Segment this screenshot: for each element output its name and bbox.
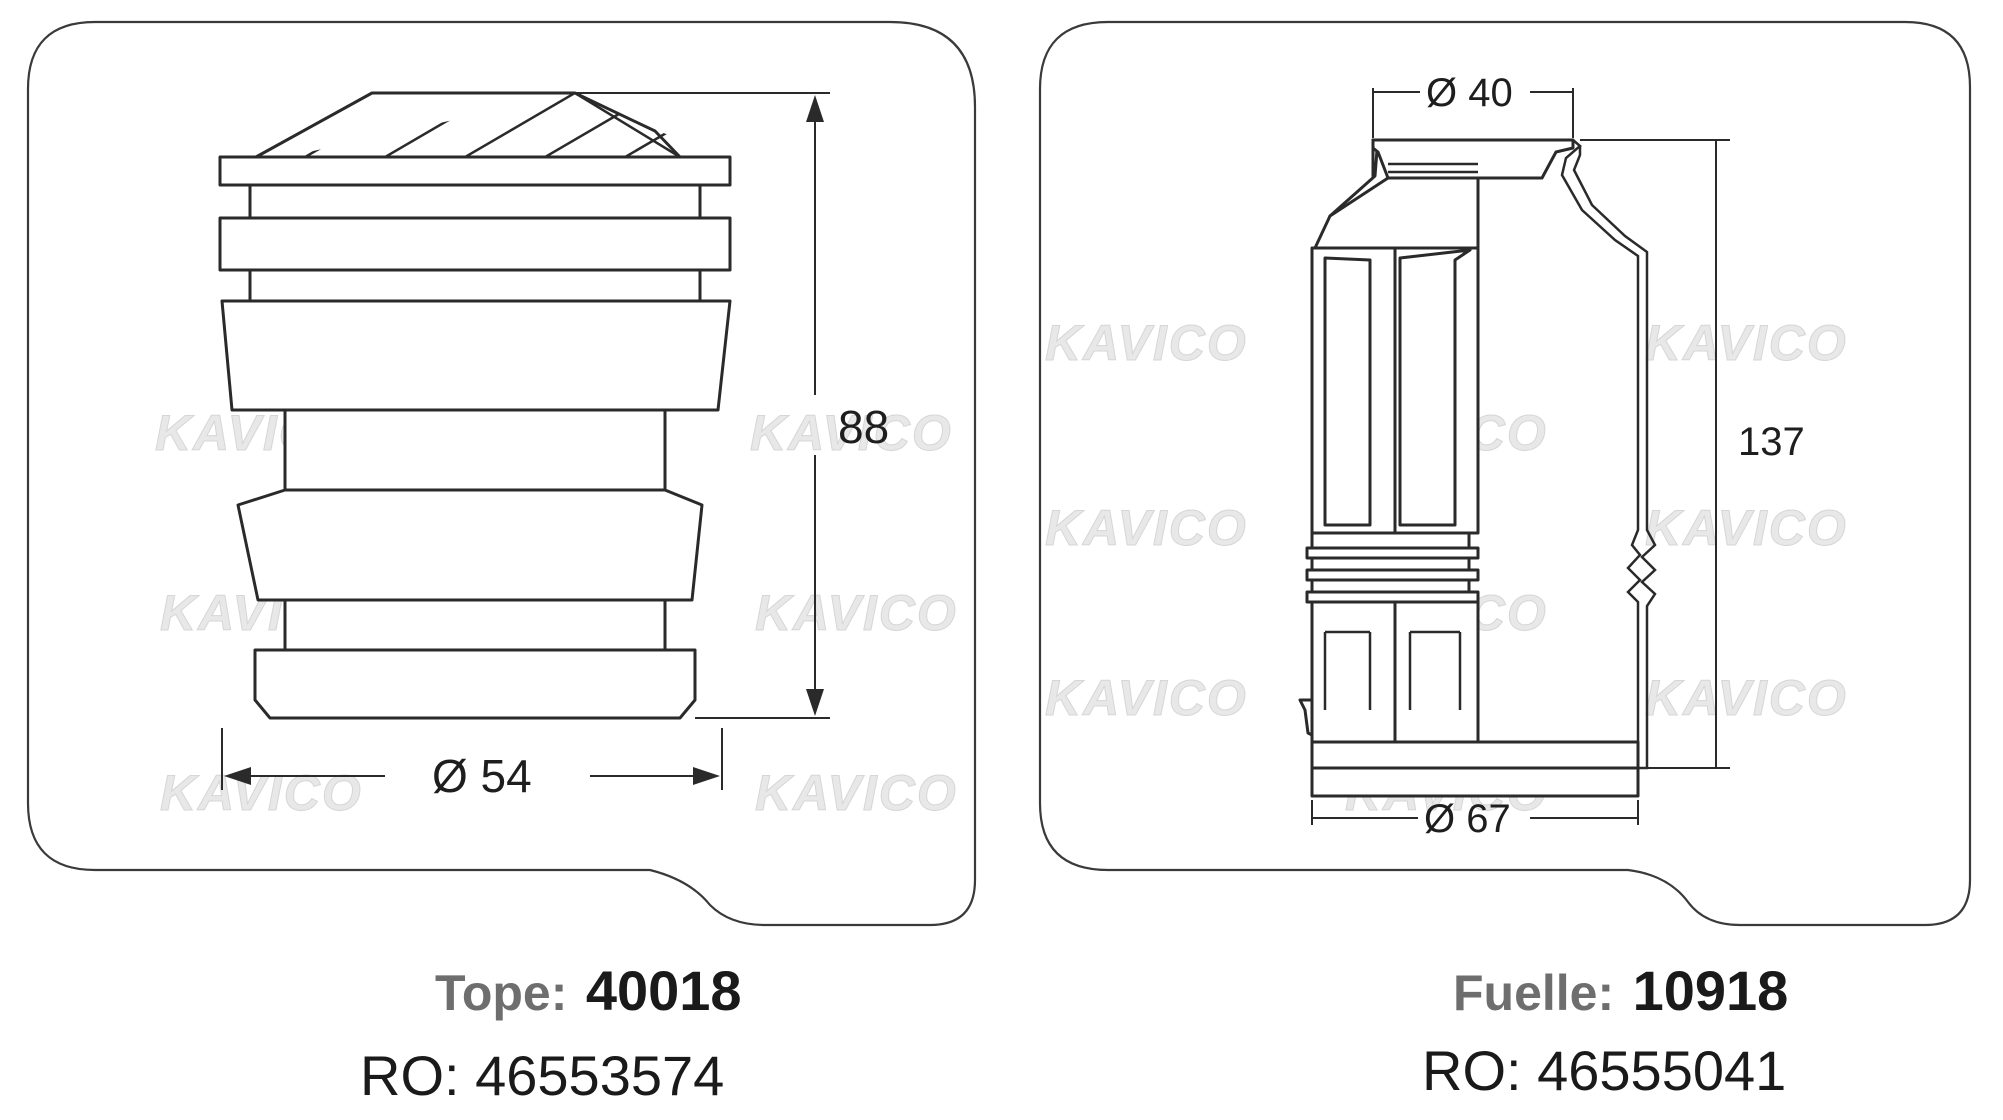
height-label: 88 (838, 401, 889, 453)
watermark: KAVICO (750, 405, 953, 461)
stop-neck-1 (248, 183, 702, 220)
watermark-group-right: KAVICO KAVICO KAVICO KAVICO KAVICO KAVIC… (1045, 315, 1848, 822)
watermark: KAVICO (755, 585, 958, 641)
watermark: KAVICO (1645, 670, 1848, 726)
part-kind-label: Tope: (435, 965, 567, 1021)
top-diameter-dimension-40: Ø 40 (1372, 71, 1574, 138)
diameter-label: Ø 54 (432, 750, 532, 802)
panel-dust-boot: KAVICO KAVICO KAVICO KAVICO KAVICO KAVIC… (1038, 20, 1972, 1102)
height-dimension-137: 137 (1580, 139, 1805, 769)
panel-bump-stop: KAVICO KAVICO KAVICO KAVICO KAVICO KAVIC… (26, 20, 977, 1107)
dust-boot-drawing (1298, 138, 1657, 798)
boot-top-collar (1371, 138, 1575, 180)
reference-number: RO: 46553574 (360, 1044, 724, 1107)
watermark: KAVICO (1045, 315, 1248, 371)
boot-bottom-ring (1310, 740, 1640, 770)
boot-rib-2 (1305, 568, 1480, 582)
stop-second-plate (218, 216, 732, 272)
watermark: KAVICO (1645, 315, 1848, 371)
part-code: 40018 (586, 959, 742, 1022)
stop-middle-neck (283, 408, 667, 492)
stop-top-cap (254, 91, 682, 159)
caption-dust-boot: Fuelle: 10918 (1453, 959, 1788, 1022)
panel-frame-left (26, 20, 977, 927)
part-kind-label: Fuelle: (1453, 965, 1614, 1021)
stop-lower-neck (283, 598, 667, 652)
stop-base (253, 648, 697, 720)
watermark: KAVICO (1645, 500, 1848, 556)
boot-bottom-base (1310, 766, 1640, 798)
boot-lower-right (1393, 600, 1480, 744)
height-label-137: 137 (1738, 420, 1805, 464)
stop-top-plate (218, 155, 732, 187)
boot-section-profile-inner (1572, 146, 1657, 770)
diameter-dimension-54: Ø 54 (221, 728, 723, 802)
watermark: KAVICO (1045, 670, 1248, 726)
boot-inner-slot-2 (1398, 248, 1472, 527)
boot-inner-slot-1 (1323, 256, 1372, 527)
watermark: KAVICO (755, 765, 958, 821)
bump-stop-drawing (218, 91, 732, 720)
top-diameter-label: Ø 40 (1426, 71, 1513, 115)
bottom-diameter-dimension-67: Ø 67 (1311, 797, 1639, 841)
boot-rib-1 (1305, 546, 1480, 560)
stop-lower-ring (236, 488, 704, 602)
watermark: KAVICO (1045, 500, 1248, 556)
panel-frame-right (1038, 20, 1972, 927)
caption-bump-stop: Tope: 40018 (435, 959, 742, 1022)
bottom-diameter-label: Ø 67 (1424, 797, 1511, 841)
part-code: 10918 (1633, 959, 1789, 1022)
stop-upper-ring (220, 299, 732, 412)
boot-section-profile (1560, 139, 1642, 768)
height-dimension-88: 88 (575, 92, 889, 719)
reference-number: RO: 46555041 (1422, 1039, 1786, 1102)
watermark: KAVICO (160, 765, 363, 821)
stop-neck-2 (248, 268, 702, 303)
boot-shoulder (1313, 176, 1480, 250)
